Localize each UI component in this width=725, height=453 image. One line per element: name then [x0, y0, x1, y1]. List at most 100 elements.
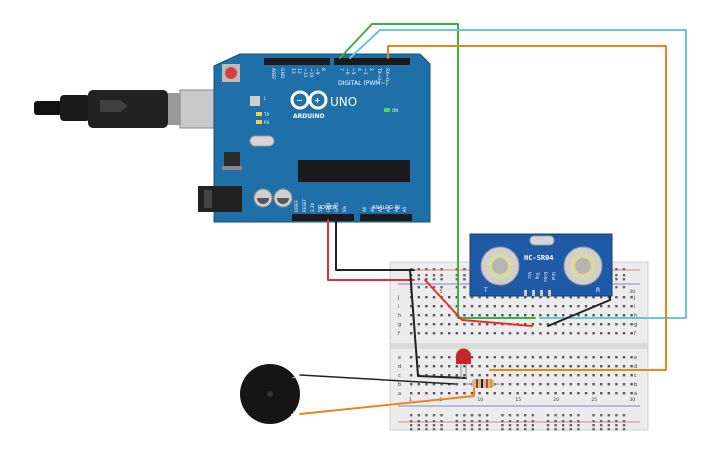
column-number: 1	[409, 397, 412, 403]
row-letter: c	[398, 373, 401, 379]
power-pin-label: GND	[334, 203, 339, 212]
power-label: POWER	[318, 205, 337, 211]
on-label: ON	[392, 108, 398, 113]
sensor-name: HC-SR04	[524, 254, 554, 262]
power-pin-label: 5V	[318, 206, 323, 212]
column-number: 20	[553, 397, 559, 403]
wire-orange-top	[387, 45, 667, 371]
sensor-pin	[548, 290, 551, 296]
arduino-uno-board: − + UNO ARDUINO DIGITAL (PWM~) L TX RX O…	[213, 53, 431, 223]
analog-header	[360, 214, 412, 221]
row-letter: d	[398, 364, 401, 370]
row-letter: h	[398, 313, 401, 319]
column-number: 10	[477, 397, 483, 403]
digital-header-low	[334, 58, 410, 65]
row-letter: g	[634, 322, 637, 328]
sensor-pin	[532, 290, 535, 296]
digital-pin-label: RX←0	[384, 68, 390, 81]
digital-pin-label: ~11	[302, 68, 308, 78]
row-letter: a	[398, 391, 401, 397]
row-letter: b	[398, 382, 401, 388]
atmega-chip	[298, 160, 410, 182]
wires	[299, 23, 687, 415]
column-number: 30	[629, 289, 635, 295]
power-pin-label: GND	[326, 203, 331, 212]
analog-pin-label: A3	[386, 206, 391, 212]
digital-pin-label: ~3	[362, 68, 368, 75]
digital-pin-label: 13	[290, 68, 296, 74]
column-number: 5	[439, 289, 442, 295]
column-number: 1	[409, 289, 412, 295]
header-pin-label: GND	[279, 68, 285, 79]
wire-cyan	[349, 29, 687, 319]
row-letter: i	[398, 304, 399, 310]
sensor-pin-label: Echo	[543, 272, 548, 282]
digital-pin-label: ~9	[314, 68, 320, 75]
resistor	[466, 379, 500, 388]
wire-orange-buzzer	[299, 385, 475, 415]
svg-text:−: −	[296, 96, 303, 105]
power-header	[292, 214, 354, 221]
wire-green	[339, 23, 536, 319]
row-letter: h	[634, 313, 637, 319]
arduino-logo-icon: − +	[290, 90, 328, 110]
row-letter: b	[634, 382, 637, 388]
digital-pin-label: ~10	[308, 68, 314, 78]
dc-power-jack	[198, 186, 242, 212]
wire-black-buzzer	[299, 374, 456, 385]
power-pin-label: 3.3V	[310, 203, 315, 212]
sensor-pin-label: Trig	[535, 271, 540, 280]
row-letter: e	[634, 355, 637, 361]
analog-pin-label: A2	[378, 206, 383, 212]
row-letter: a	[634, 391, 637, 397]
piezo-buzzer: - +	[240, 364, 300, 424]
sensor-receiver-label: R	[596, 287, 600, 294]
board-model-label: UNO	[330, 95, 357, 109]
column-number: 25	[591, 397, 597, 403]
row-letter: f	[398, 331, 400, 337]
red-led	[456, 348, 471, 378]
digital-pin-label: 7	[338, 68, 344, 71]
analog-label: ANALOG IN	[372, 205, 400, 211]
reset-button	[225, 67, 237, 79]
buzzer-negative-label: -	[292, 373, 295, 383]
power-pin-label: RESET	[302, 199, 307, 212]
digital-label: DIGITAL (PWM~)	[338, 80, 388, 87]
row-letter: j	[397, 295, 399, 301]
analog-pin-label: A4	[394, 206, 399, 212]
digital-pin-label: 8	[320, 68, 326, 71]
digital-pin-label: 4	[356, 68, 362, 71]
row-letter: i	[634, 304, 635, 310]
tx-label: TX	[263, 112, 269, 117]
board-brand-label: ARDUINO	[293, 113, 324, 120]
analog-pin-label: A1	[370, 206, 375, 212]
row-letter: c	[634, 373, 637, 379]
sensor-pin	[524, 290, 527, 296]
row-letter: e	[398, 355, 401, 361]
row-letter: d	[634, 364, 637, 370]
digital-pin-label: ~5	[350, 68, 356, 75]
digital-pin-label: TX→1	[376, 67, 382, 81]
sensor-pin-label: Vcc	[527, 272, 532, 279]
power-pin-label: IOREF	[294, 199, 299, 212]
row-letter: j	[633, 295, 635, 301]
row-letter: g	[398, 322, 401, 328]
column-number: 15	[515, 397, 521, 403]
svg-text:+: +	[314, 96, 321, 105]
digital-header-high	[264, 58, 330, 65]
buzzer-positive-label: +	[290, 410, 298, 420]
rx-label: RX	[264, 120, 270, 125]
digital-pin-label: 12	[296, 68, 302, 74]
wire-red-power	[327, 219, 415, 281]
row-letter: f	[634, 331, 636, 337]
wire-black-gnd	[335, 219, 415, 271]
l-led-label: L	[264, 96, 267, 101]
sensor-pin	[540, 290, 543, 296]
sensor-transmitter-label: T	[483, 287, 488, 294]
analog-pin-label: A5	[402, 206, 407, 212]
